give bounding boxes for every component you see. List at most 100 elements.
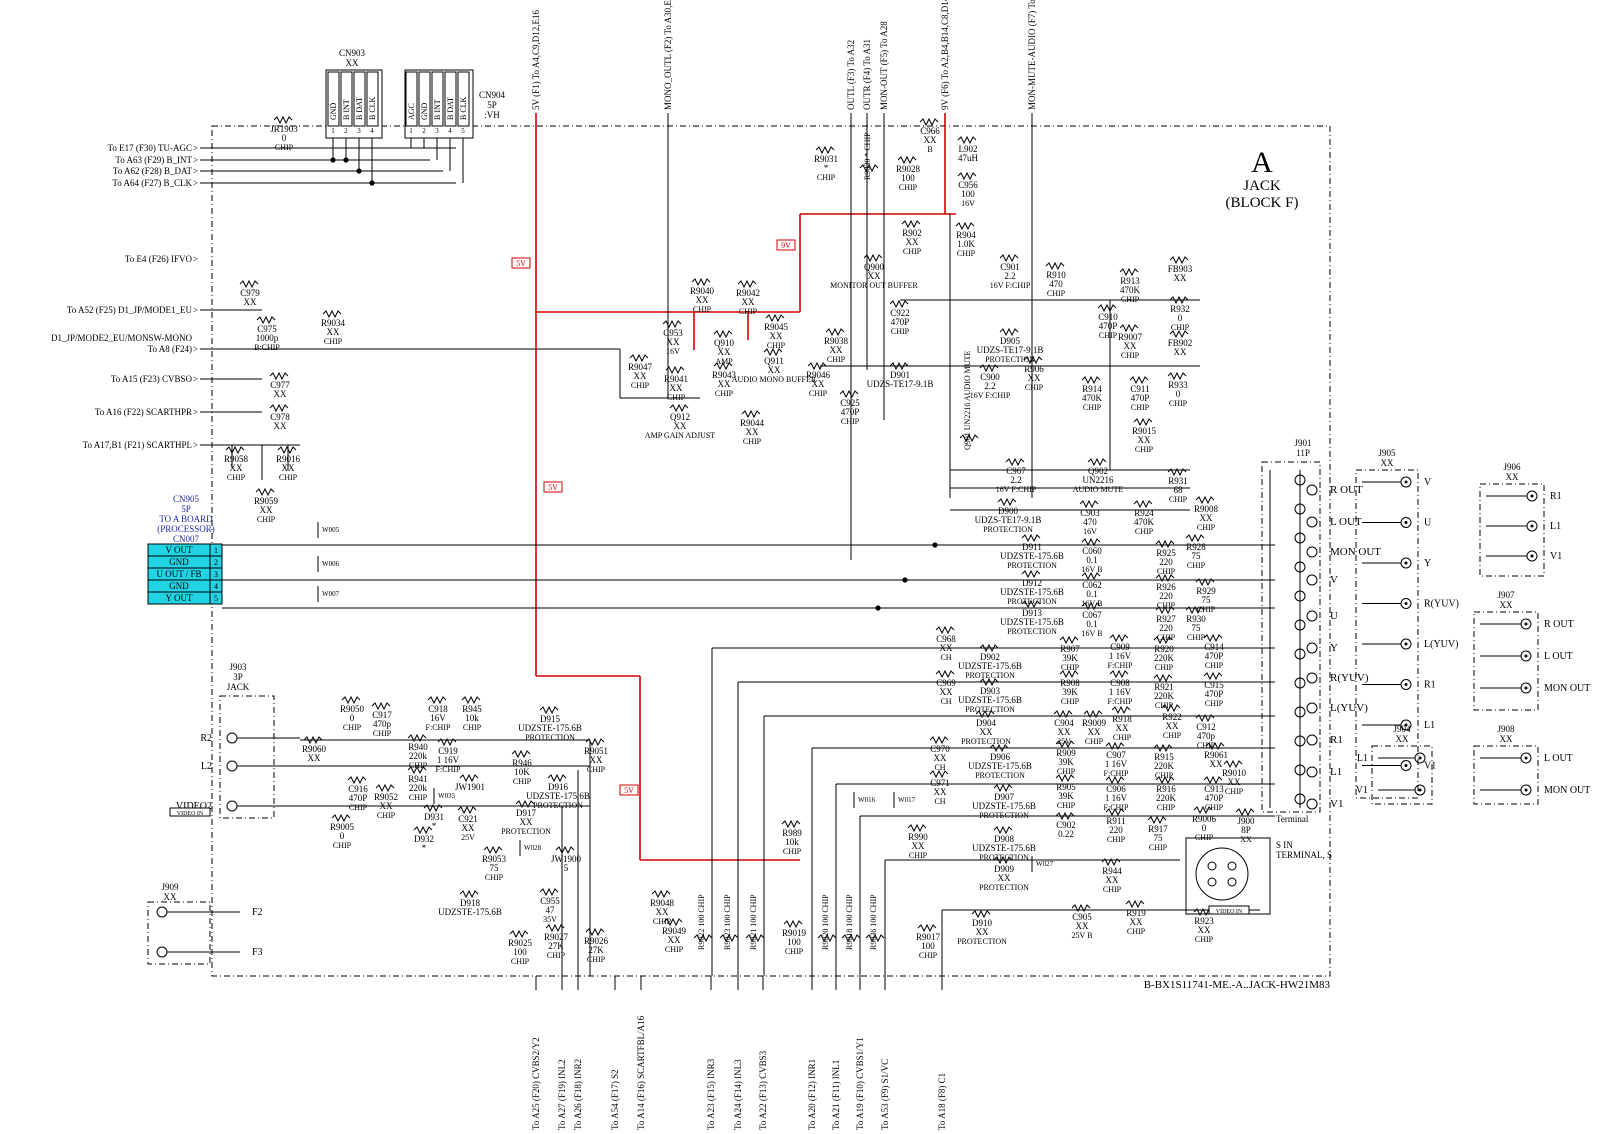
- component-ref: R9006: [1192, 814, 1217, 824]
- component-spec: F:CHIP: [1104, 769, 1129, 778]
- component-ref: C912: [1196, 722, 1216, 732]
- component-value: XX: [924, 135, 937, 145]
- component-ref: D931: [424, 812, 444, 822]
- component-ref: C908: [1110, 678, 1130, 688]
- component-spec: CHIP: [547, 951, 566, 960]
- component-ref: D903: [980, 686, 1000, 696]
- component-spec: CHIP: [667, 393, 686, 402]
- component-spec: 16V F:CHIP: [996, 485, 1037, 494]
- component-spec: CHIP: [1171, 323, 1190, 332]
- component-ref: C905: [1072, 912, 1092, 922]
- component-ref: R9008: [1194, 504, 1219, 514]
- component-ref: R9034: [321, 318, 346, 328]
- component-value: XX: [1200, 513, 1213, 523]
- bottom-signal-label: To A21 (F11) INL1: [831, 1060, 841, 1130]
- component-value: 47uH: [958, 153, 979, 163]
- component-spec: CHIP: [1187, 561, 1206, 570]
- component-ref: R917: [1148, 824, 1168, 834]
- jack-j905-label: V: [1424, 477, 1432, 488]
- component-ref: R927: [1156, 614, 1176, 624]
- component-spec: CHIP: [957, 249, 976, 258]
- component-ref: D906: [990, 752, 1010, 762]
- component-value: XX: [976, 927, 989, 937]
- component-value: UDZSTE-175.6B: [1000, 587, 1064, 597]
- component-spec: CHIP: [1107, 835, 1126, 844]
- component-value: UDZSTE-175.6B: [958, 661, 1022, 671]
- component-spec: 16V: [1083, 527, 1097, 536]
- component-value: 16V: [430, 713, 446, 723]
- component-ref: D913: [1022, 608, 1042, 618]
- component-ref: R902: [902, 228, 922, 238]
- component-ref: D912: [1022, 578, 1042, 588]
- component-spec: CHIP: [1205, 803, 1224, 812]
- component-ref: Q900: [864, 262, 884, 272]
- component-ref: R944: [1102, 866, 1122, 876]
- component-value: 8P: [1241, 825, 1251, 835]
- component-ref: R924: [1134, 508, 1154, 518]
- component-value: XX: [940, 687, 953, 697]
- wire-label: W007: [322, 590, 340, 598]
- component-spec: CHIP: [1155, 663, 1174, 672]
- component-ref: R9017: [916, 932, 941, 942]
- component-value: UDZSTE-175.6B: [972, 843, 1036, 853]
- jack-j905-label: R1: [1424, 680, 1436, 691]
- component-ref: C916: [348, 784, 368, 794]
- component-ref: R930: [1186, 614, 1206, 624]
- component-value: 0: [1176, 389, 1181, 399]
- component-ref: R9048: [650, 898, 675, 908]
- cn903-pin-number: 4: [370, 127, 374, 135]
- component-ref: C956: [958, 180, 978, 190]
- component-ref: C975: [257, 324, 277, 334]
- svg-text:5V: 5V: [516, 259, 526, 268]
- top-signal-label: 9V (F6) To A2,B4,B14,C8,D14,E13: [940, 0, 950, 110]
- component-value: UDZS-TE17-9.1B: [975, 515, 1042, 525]
- component-spec: CHIP: [587, 765, 606, 774]
- component-ref: R9051: [584, 746, 608, 756]
- component-spec: CHIP: [1205, 699, 1224, 708]
- component-value: 100: [961, 189, 975, 199]
- component-spec: CHIP: [333, 841, 352, 850]
- component-value: 2.2: [1010, 475, 1021, 485]
- component-value: XX: [634, 371, 647, 381]
- component-spec: CHIP: [899, 183, 918, 192]
- input-arrow: >: [193, 143, 198, 153]
- component-label: R9030 * CHIP: [863, 132, 872, 180]
- component-value: UDZSTE-175.6B: [972, 801, 1036, 811]
- component-ref: R922: [1162, 712, 1182, 722]
- component-spec: CHIP: [1169, 399, 1188, 408]
- component-value: XX: [282, 463, 295, 473]
- component-value: XX: [656, 907, 669, 917]
- component-ref: D917: [516, 808, 536, 818]
- component-value: 0: [340, 831, 345, 841]
- component-spec: F:CHIP: [1108, 697, 1133, 706]
- component-value: XX: [998, 873, 1011, 883]
- component-ref: Q911: [764, 356, 784, 366]
- component-spec: PROTECTION: [979, 883, 1029, 892]
- component-spec: CHIP: [1157, 601, 1176, 610]
- component-ref: R946: [512, 758, 532, 768]
- component-value: XX: [1174, 347, 1187, 357]
- component-spec: CHIP: [257, 515, 276, 524]
- cn905-pin-name: Y OUT: [166, 593, 193, 603]
- component-ref: R9047: [628, 362, 653, 372]
- component-value: XX: [742, 297, 755, 307]
- j901-label: V: [1330, 574, 1338, 586]
- component-value: 75: [1202, 595, 1212, 605]
- component-value: 0: [350, 713, 355, 723]
- block-name: JACK: [1243, 178, 1281, 194]
- component-spec: PROTECTION: [961, 737, 1011, 746]
- j901-label: R OUT: [1330, 484, 1363, 496]
- component-spec: 16V F:CHIP: [970, 391, 1011, 400]
- rail-label-5v: 5V 5V 5V: [511, 257, 639, 796]
- component-spec: CHIP: [1157, 803, 1176, 812]
- component-ref: R9005: [330, 822, 355, 832]
- j909-label: F3: [252, 947, 263, 958]
- component-spec: CHIP: [817, 173, 836, 182]
- component-spec: CHIP: [919, 951, 938, 960]
- component-ref: R940: [408, 742, 428, 752]
- component-ref: R9050: [340, 704, 365, 714]
- component-value: XX: [667, 337, 680, 347]
- left-input-label: To E17 (F30) TU-AGC: [108, 143, 192, 153]
- component-spec: F:CHIP: [436, 765, 461, 774]
